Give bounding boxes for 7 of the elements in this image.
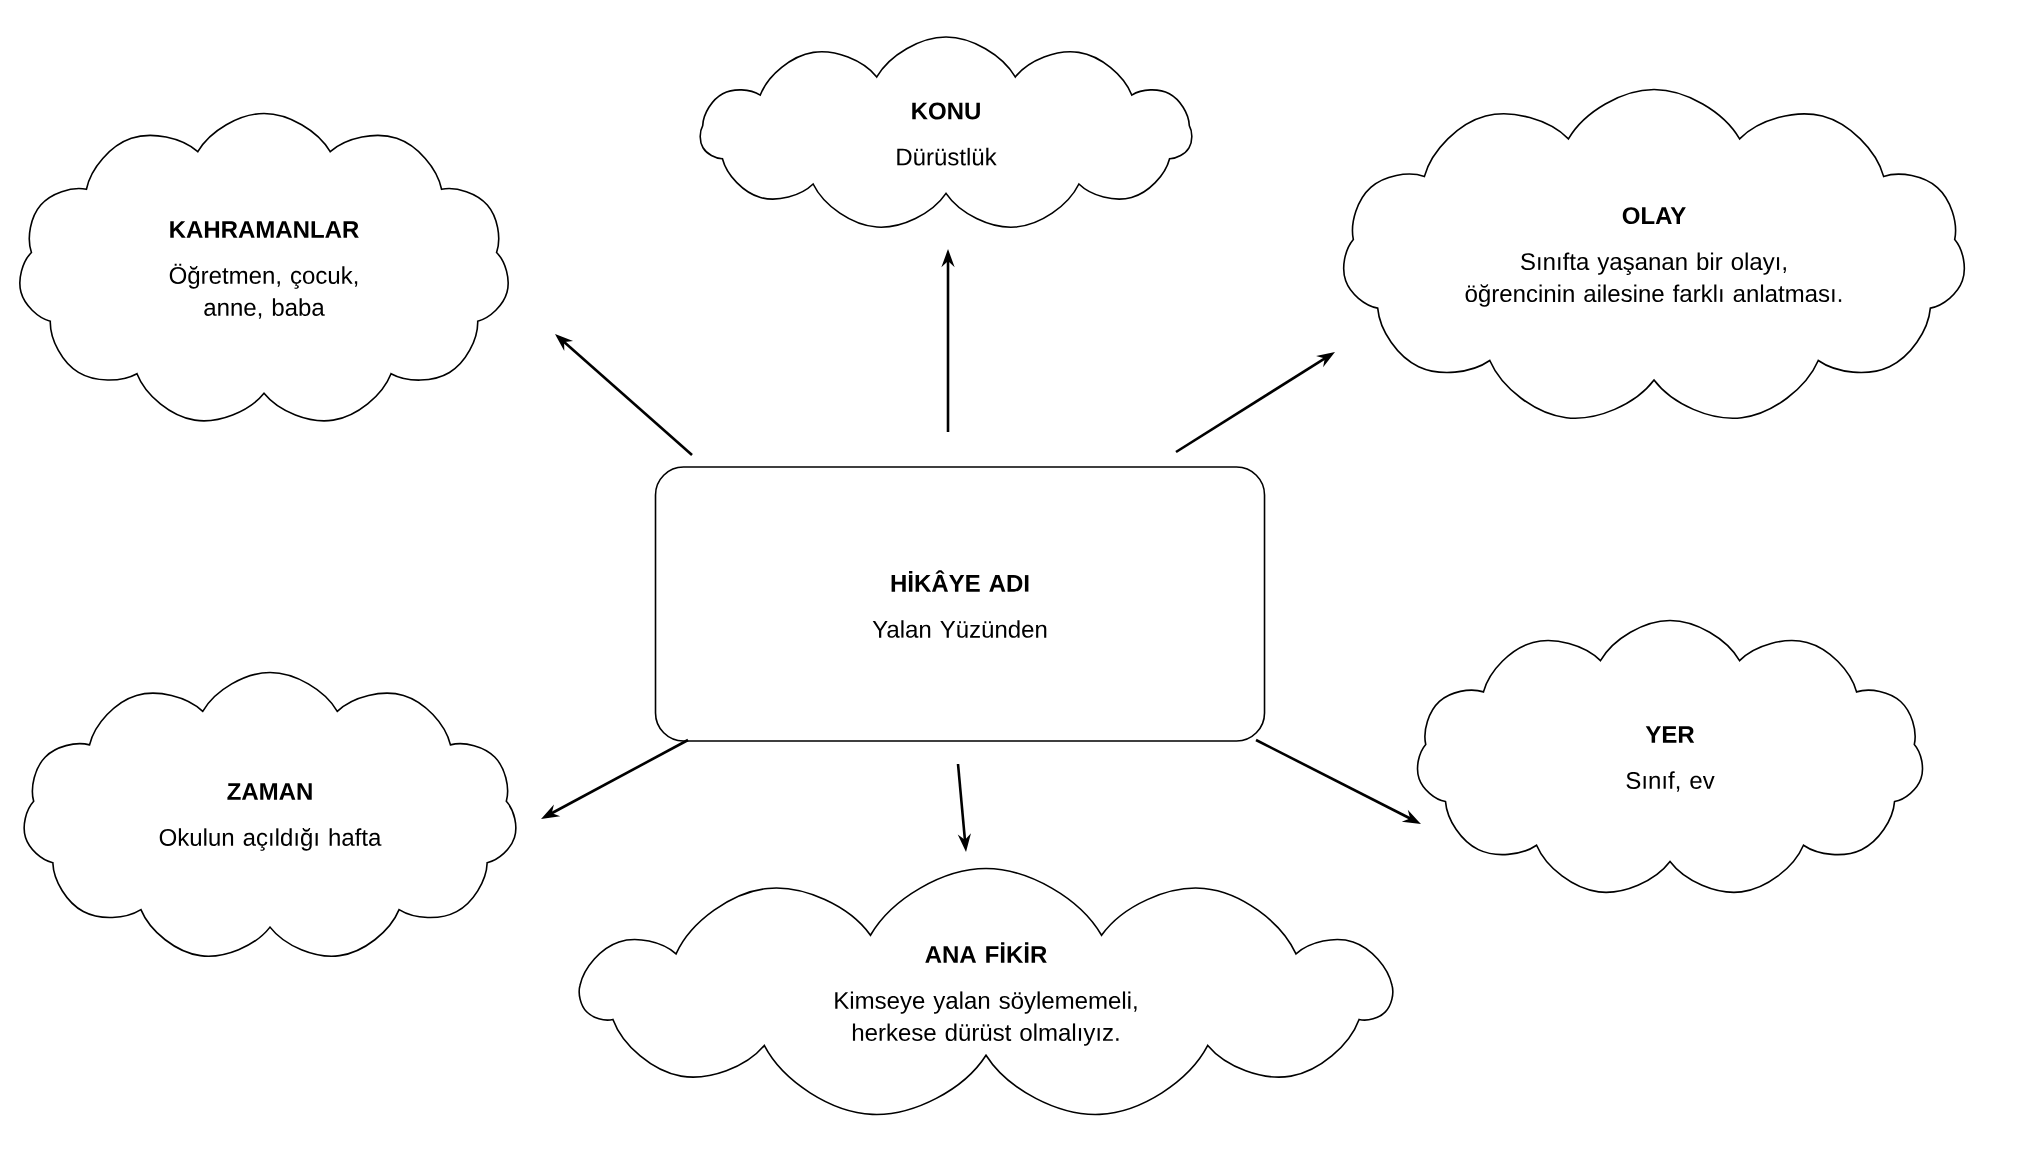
cloud-node: ANA FİKİR Kimseye yalan söylememeli, herkese dürüst olmalıyız.: [578, 867, 1394, 1116]
cloud-node: ZAMAN Okulun açıldığı hafta: [23, 671, 517, 957]
cloud-node: YER Sınıf, ev: [1416, 619, 1924, 894]
cloud-node: KAHRAMANLAR Öğretmen, çocuk, anne, baba: [19, 112, 509, 422]
cloud-node: OLAY Sınıfta yaşanan bir olayı, öğrencinin ailesine farklı anlatması.: [1342, 88, 1966, 419]
cloud-node: KONU Dürüstlük: [699, 36, 1193, 228]
title-box: HİKÂYE ADI Yalan Yüzünden: [654, 466, 1266, 742]
